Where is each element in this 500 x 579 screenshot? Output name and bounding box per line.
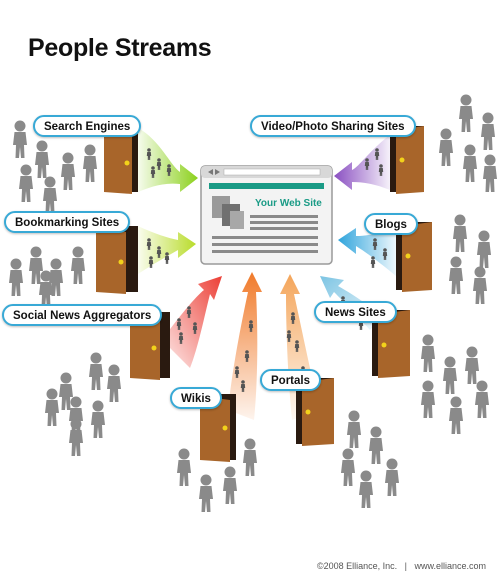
portals-crowd [341,410,399,508]
video-photo-stream [334,135,390,190]
label-video-photo-sharing-sites: Video/Photo Sharing Sites [250,115,416,137]
news-sites-door [372,310,410,378]
bookmarking-door [96,226,138,294]
video-photo-door [390,126,424,194]
search-engines-stream [138,128,198,192]
social-news-crowd [45,352,121,456]
label-portals: Portals [260,369,321,391]
label-search-engines: Search Engines [33,115,142,137]
video-photo-crowd [439,94,497,192]
page-title: People Streams [28,34,212,62]
label-news-sites: News Sites [314,301,397,323]
news-sites-crowd [421,334,489,434]
copyright-footer: ©2008 Elliance, Inc. | www.elliance.com [316,561,486,571]
website-browser-window [200,165,333,265]
wikis-stream [228,272,262,420]
bookmarking-stream [138,226,196,274]
website-label: Your Web Site [255,198,322,209]
label-wikis: Wikis [170,387,222,409]
blogs-stream [338,226,396,276]
social-news-door [130,312,170,380]
bookmarking-crowd [9,246,85,308]
label-bookmarking-sites: Bookmarking Sites [4,211,131,233]
blogs-crowd [449,214,491,304]
social-news-stream [162,276,222,368]
label-blogs: Blogs [364,213,418,235]
search-engines-door [104,126,138,194]
label-social-news-aggregators: Social News Aggregators [2,304,163,326]
